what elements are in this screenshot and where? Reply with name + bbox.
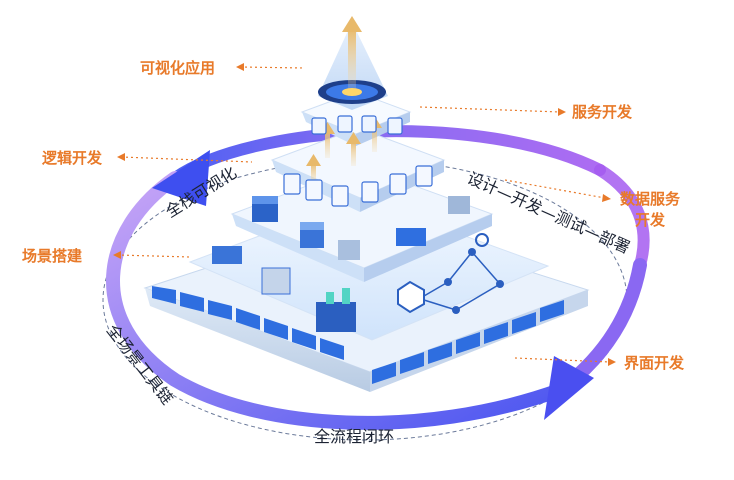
callout-data-service-dev: 数据服务 开发 <box>620 188 680 230</box>
ring-label-toolchain: 全场景工具链 <box>103 321 177 408</box>
callout-data-service-dev-line2: 开发 <box>635 211 666 229</box>
callout-arrowheads <box>113 63 616 366</box>
tier-1-screens <box>311 115 403 135</box>
tier-2-screens <box>283 165 433 207</box>
tier-4-devices <box>212 233 504 332</box>
callout-data-service-dev-line1: 数据服务 <box>620 190 681 208</box>
cycle-arrowhead-right <box>544 356 594 420</box>
callout-visualization-app: 可视化应用 <box>140 59 216 77</box>
base-panels-left <box>152 286 344 360</box>
callout-logic-dev: 逻辑开发 <box>42 149 103 167</box>
callout-leaders <box>116 66 611 363</box>
callout-ui-dev: 界面开发 <box>624 354 685 372</box>
pyramid <box>188 22 550 341</box>
callout-service-dev: 服务开发 <box>572 103 633 121</box>
base-panels-right <box>372 300 564 384</box>
ring-label-closed-loop: 全流程闭环 <box>314 427 394 446</box>
tier-3-devices <box>252 196 470 260</box>
callout-scene-build: 场景搭建 <box>22 247 83 265</box>
cycle-arrowhead-left <box>152 150 210 206</box>
upward-arrows <box>306 16 382 184</box>
